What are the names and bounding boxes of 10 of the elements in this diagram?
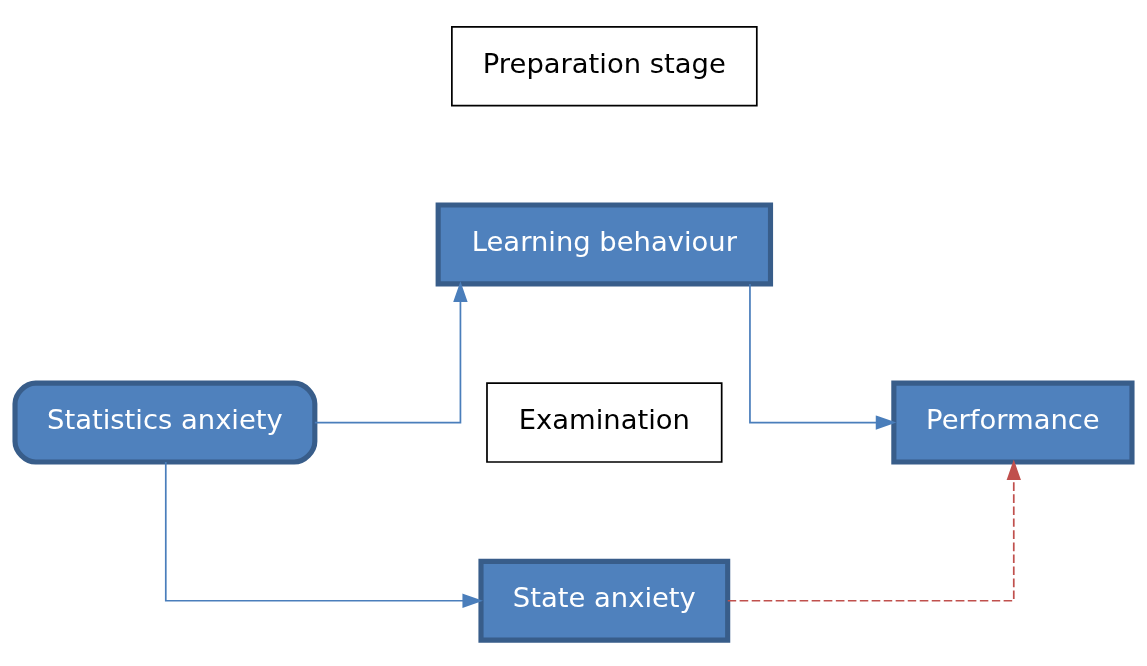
node-box: Preparation stage <box>451 25 758 106</box>
arrow <box>164 460 483 608</box>
node-box: State anxiety <box>478 558 731 643</box>
arrow <box>726 459 1021 602</box>
node-box: Examination <box>486 381 723 463</box>
node-box: Performance <box>891 380 1135 465</box>
node-box: Statistics anxiety <box>12 380 318 465</box>
arrow <box>749 282 897 430</box>
arrow <box>314 280 468 423</box>
node-box: Learning behaviour <box>435 201 774 286</box>
